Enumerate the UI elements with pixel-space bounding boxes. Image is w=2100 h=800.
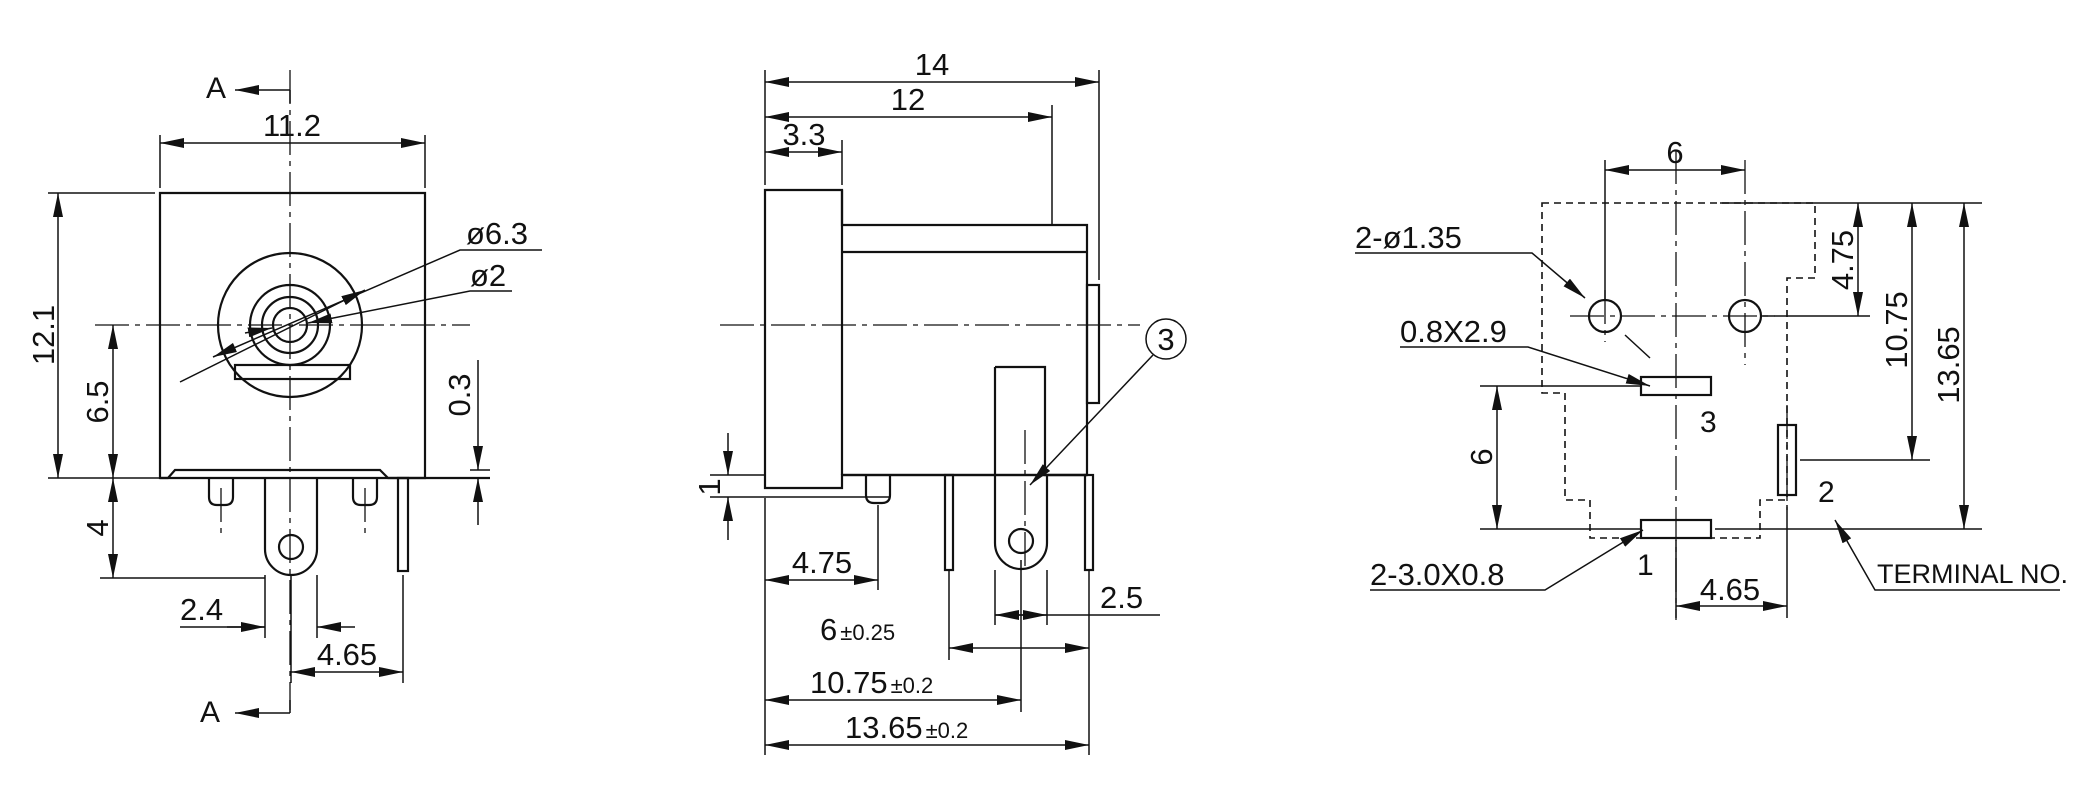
slot-note: 0.8X2.9 xyxy=(1400,314,1507,349)
dim-6-value: 6 xyxy=(820,612,837,647)
dim-10-75-value: 10.75 xyxy=(810,665,888,700)
dim-overall: 14 xyxy=(915,47,949,82)
dim-center-height: 6.5 xyxy=(80,380,115,423)
dim-standoff: 1 xyxy=(692,478,727,495)
dim-terminal-3-y: 6 xyxy=(1464,448,1499,465)
dim-13-65: 13.65±0.2 xyxy=(845,710,968,745)
dim-pin-diameter: ø2 xyxy=(470,258,506,293)
dim-hole-spacing: 6 xyxy=(1666,135,1683,170)
callout-circle-3 xyxy=(1145,318,1187,360)
dim-pin-length: 4 xyxy=(80,519,115,536)
dim-overall-y: 13.65 xyxy=(1931,326,1966,404)
front-body-outline xyxy=(158,191,427,480)
dim-10-75-tolerance: ±0.2 xyxy=(891,673,934,698)
footprint-outline xyxy=(1541,202,1816,539)
dim-terminal-2-y: 10.75 xyxy=(1879,291,1914,369)
pad-note: 2-3.0X0.8 xyxy=(1370,557,1504,592)
side-view: 3 14 12 3.3 1 4.75 2.5 6±0.25 xyxy=(692,47,1187,755)
dim-6-tolerance: ±0.25 xyxy=(840,620,895,645)
dim-pin-spacing: 4.65 xyxy=(317,637,377,672)
dim-body: 12 xyxy=(891,82,925,117)
hole-note: 2-ø1.35 xyxy=(1355,220,1462,255)
dim-10-75: 10.75±0.2 xyxy=(810,665,933,700)
dim-pin-gap: 2.5 xyxy=(1100,580,1143,615)
terminal-number-3: 3 xyxy=(1700,406,1717,439)
dim-outer-diameter: ø6.3 xyxy=(466,216,528,251)
dim-terminal-2-x: 4.65 xyxy=(1700,572,1760,607)
dim-13-65-tolerance: ±0.2 xyxy=(926,718,969,743)
front-center-pin xyxy=(263,478,319,577)
dim-pin-offset: 2.4 xyxy=(180,592,223,627)
dim-flange: 3.3 xyxy=(782,117,825,152)
terminal-note: TERMINAL NO. xyxy=(1877,559,2068,589)
dim-height: 12.1 xyxy=(26,305,61,365)
dim-6: 6±0.25 xyxy=(820,612,895,647)
dim-offset: 0.3 xyxy=(442,373,477,416)
side-body-outline xyxy=(763,188,1089,490)
callout-3-label: 3 xyxy=(1157,322,1174,357)
dim-hole-row: 4.75 xyxy=(1825,230,1860,290)
dim-width: 11.2 xyxy=(263,108,321,143)
dim-pin-position: 4.75 xyxy=(792,545,852,580)
section-label-bottom: A xyxy=(200,696,220,729)
front-view: A A 11.2 12.1 ø6.3 ø2 6.5 0.3 4 xyxy=(26,70,542,729)
dim-13-65-value: 13.65 xyxy=(845,710,923,745)
terminal-number-2: 2 xyxy=(1818,476,1835,509)
section-label-top: A xyxy=(206,72,226,105)
terminal-number-1: 1 xyxy=(1637,549,1654,582)
pcb-layout: 6 4.75 10.75 13.65 6 4.65 2-ø1.35 0.8X2.… xyxy=(1355,135,2068,620)
